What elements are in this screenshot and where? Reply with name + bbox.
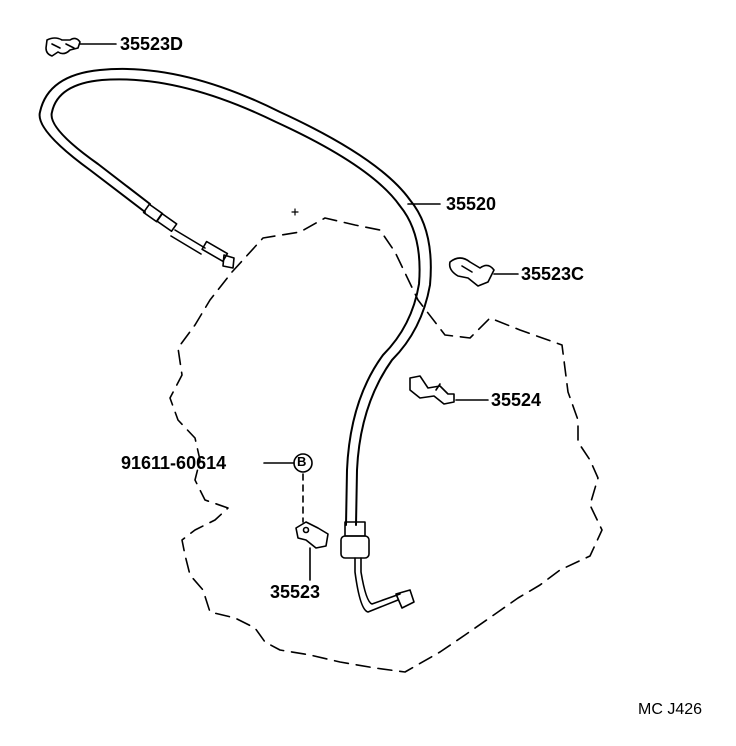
- bolt-marker-letter: B: [297, 454, 307, 469]
- diagram-code: MC J426: [638, 701, 703, 718]
- clamp-35523c-icon: [448, 257, 495, 287]
- part-label-35524: 35524: [491, 390, 542, 410]
- transmission-outline: [169, 217, 603, 673]
- clamp-35523-icon: [295, 521, 329, 549]
- reference-mark: [291, 208, 299, 216]
- part-label-35523c: 35523C: [521, 264, 585, 284]
- bracket-35524-icon: [409, 375, 455, 405]
- clamp-35523d-icon: [45, 37, 81, 57]
- cable-upper-end-fitting: [142, 203, 235, 269]
- speedometer-cable: [38, 67, 432, 526]
- part-label-35520: 35520: [446, 194, 497, 214]
- cable-lower-end-fitting: [340, 521, 415, 613]
- part-label-91611-60614: 91611-60614: [121, 453, 227, 473]
- part-label-35523d: 35523D: [120, 34, 184, 54]
- part-label-35523: 35523: [270, 582, 321, 602]
- speedometer-cable-inner-line: [50, 78, 421, 526]
- bolt-marker-circle: [293, 453, 313, 473]
